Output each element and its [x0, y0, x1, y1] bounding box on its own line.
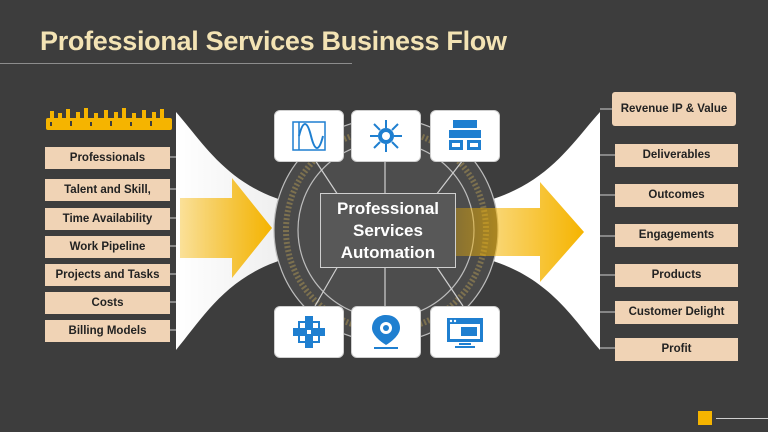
location-pin-icon: [372, 315, 400, 349]
input-arrow: [180, 178, 272, 278]
output-arrow: [455, 182, 584, 282]
output-item-customer-delight: Customer Delight: [615, 301, 738, 324]
network-hub-icon: [370, 120, 402, 152]
plug-connector-icon: [293, 316, 325, 348]
output-item-revenue-ip-value: Revenue IP & Value: [612, 92, 736, 126]
browser-window-icon: [447, 318, 483, 348]
people-group-icon: [46, 108, 172, 130]
dashboard-icon: [449, 120, 481, 150]
title-underline: [0, 63, 352, 64]
output-item-outcomes: Outcomes: [615, 184, 738, 207]
browser-window-icon-box: [430, 306, 500, 358]
waveform-icon: [292, 121, 326, 151]
input-item-work-pipeline: Work Pipeline: [45, 236, 170, 258]
plug-connector-icon-box: [274, 306, 344, 358]
output-item-products: Products: [615, 264, 738, 287]
input-item-talent-skill: Talent and Skill,: [45, 179, 170, 201]
corner-accent-line: [716, 418, 768, 419]
input-item-professionals: Professionals: [45, 147, 170, 169]
waveform-icon-box: [274, 110, 344, 162]
location-pin-icon-box: [351, 306, 421, 358]
input-item-time-availability: Time Availability: [45, 208, 170, 230]
input-item-billing-models: Billing Models: [45, 320, 170, 342]
input-item-costs: Costs: [45, 292, 170, 314]
output-item-engagements: Engagements: [615, 224, 738, 247]
corner-accent-square: [698, 411, 712, 425]
output-item-deliverables: Deliverables: [615, 144, 738, 167]
network-hub-icon-box: [351, 110, 421, 162]
output-item-profit: Profit: [615, 338, 738, 361]
input-item-projects-tasks: Projects and Tasks: [45, 264, 170, 286]
dashboard-icon-box: [430, 110, 500, 162]
page-title: Professional Services Business Flow: [40, 26, 507, 56]
